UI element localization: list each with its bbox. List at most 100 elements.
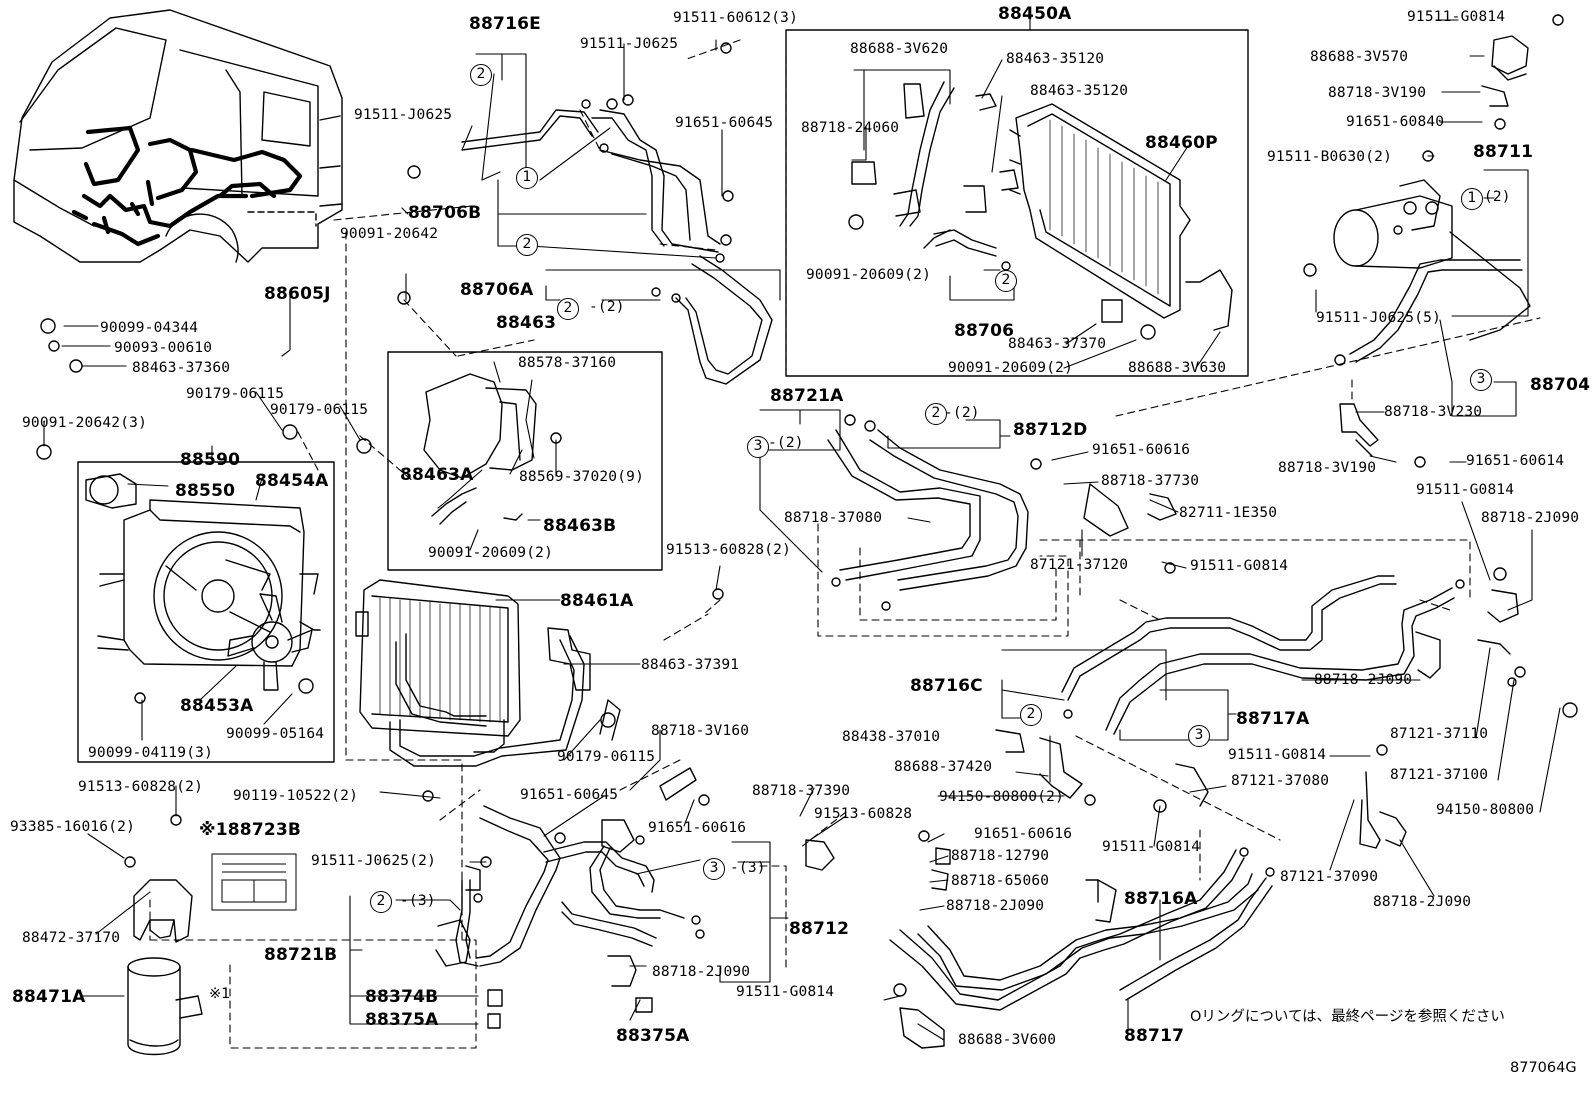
part-label: 90091-20642: [340, 226, 439, 242]
part-label: 91513-60828(2): [78, 779, 204, 795]
quantity-label: -(2): [1475, 189, 1511, 205]
part-label: 88461A: [560, 591, 634, 611]
quantity-label: -(2): [589, 299, 625, 315]
part-label: 88471A: [12, 987, 86, 1007]
leader-lines: [43, 13, 1561, 1041]
part-label: 88463-35120: [1006, 51, 1105, 67]
part-label: 88716A: [1124, 889, 1198, 909]
part-label: 91511-60612(3): [673, 10, 799, 26]
part-label: 91511-G0814: [1102, 839, 1201, 855]
part-label: 88472-37170: [22, 930, 121, 946]
part-label: 91513-60828: [814, 806, 913, 822]
part-label: 88718-2J090: [1314, 672, 1413, 688]
compressor-88711: [1333, 179, 1453, 269]
part-label: 91511-J0625: [354, 107, 453, 123]
part-label: 88718-3V230: [1384, 404, 1483, 420]
part-label: 88718-65060: [951, 873, 1050, 889]
part-label: 87121-37100: [1390, 767, 1489, 783]
part-label: 88704: [1530, 375, 1591, 395]
part-label: 90091-20642(3): [22, 415, 148, 431]
part-label: 90179-06115: [270, 402, 369, 418]
oring-note: Oリングについては、最終ページを参照ください: [1190, 1009, 1505, 1025]
reference-circle: 3: [747, 436, 769, 458]
part-label: 91511-J0625(5): [1316, 310, 1442, 326]
part-label: 91511-G0814: [736, 984, 835, 1000]
part-label: 91651-60616: [974, 826, 1073, 842]
part-label: 88718-3V190: [1328, 85, 1427, 101]
part-label: 88550: [175, 481, 236, 501]
part-label: 91511-G0814: [1407, 9, 1506, 25]
reference-circle: 2: [995, 270, 1017, 292]
part-label: 88718-37390: [752, 783, 851, 799]
part-label: 88711: [1473, 142, 1534, 162]
part-label: 88463-35120: [1030, 83, 1129, 99]
part-label: 88463A: [400, 465, 474, 485]
part-label: 90099-04119(3): [88, 745, 214, 761]
part-label: 88718-37730: [1101, 473, 1200, 489]
condenser-88460p: [1009, 103, 1233, 331]
part-label: 88718-24060: [801, 120, 900, 136]
part-label: 94150-80800(2): [939, 789, 1065, 805]
part-label: 88450A: [998, 4, 1072, 24]
part-label: 88453A: [180, 696, 254, 716]
part-label: 88454A: [255, 471, 329, 491]
publication-number: 877064G: [1510, 1060, 1577, 1076]
part-label: 88463-37391: [641, 657, 740, 673]
part-label: 88718-2J090: [652, 964, 751, 980]
fasteners: [36, 14, 1578, 997]
part-label: 90091-20609(2): [948, 360, 1074, 376]
part-label: 90091-20609(2): [428, 545, 554, 561]
part-label: 88605J: [264, 284, 331, 304]
part-label: 88375A: [616, 1026, 690, 1046]
reference-circle: 3: [703, 858, 725, 880]
part-label: 91513-60828(2): [666, 542, 792, 558]
part-label: 91651-60645: [520, 787, 619, 803]
note-mark: ※1: [209, 986, 231, 1002]
part-label: 91651-60645: [675, 115, 774, 131]
quantity-label: -(3): [730, 860, 766, 876]
reference-circle: 2: [370, 891, 392, 913]
part-label: 90099-04344: [100, 320, 199, 336]
part-label: 87121-37080: [1231, 773, 1330, 789]
part-label: 91651-60614: [1466, 453, 1565, 469]
part-label: 91651-60840: [1346, 114, 1445, 130]
pipes-and-hoses: [389, 81, 1531, 1011]
part-label: 88718-3V160: [651, 723, 750, 739]
part-label: 88460P: [1145, 133, 1218, 153]
part-label: 88375A: [365, 1010, 439, 1030]
part-label: 88590: [180, 450, 241, 470]
part-label: 94150-80800: [1436, 802, 1535, 818]
part-label: 88718-3V190: [1278, 460, 1377, 476]
caution-label-88723b: [211, 853, 297, 911]
fittings: [473, 99, 1465, 939]
part-label: 88463: [496, 313, 557, 333]
condenser-brackets: [851, 83, 1123, 323]
part-label: ※188723B: [199, 820, 302, 840]
part-label: 90099-05164: [226, 726, 325, 742]
part-label: 88717A: [1236, 709, 1310, 729]
reference-circle: 2: [470, 64, 492, 86]
reference-circle: 2: [516, 234, 538, 256]
part-label: 88712: [789, 919, 850, 939]
part-label: 88718-2J090: [1373, 894, 1472, 910]
part-label: 88716C: [910, 676, 983, 696]
part-label: 88706B: [408, 203, 482, 223]
small-brackets: [899, 35, 1529, 1049]
part-label: 82711-1E350: [1179, 505, 1278, 521]
part-label: 88717: [1124, 1026, 1185, 1046]
part-label: 88706: [954, 321, 1015, 341]
part-label: 88706A: [460, 280, 534, 300]
group-frames: [77, 29, 1249, 763]
part-label: 88569-37020(9): [519, 469, 645, 485]
part-label: 88718-37080: [784, 510, 883, 526]
part-label: 87121-37120: [1030, 557, 1129, 573]
part-label: 88688-3V570: [1310, 49, 1409, 65]
part-label: 88438-37010: [842, 729, 941, 745]
part-label: 88688-3V630: [1128, 360, 1227, 376]
part-label: 88712D: [1013, 420, 1088, 440]
sub-condenser-88461a: [355, 579, 591, 753]
part-label: 90119-10522(2): [233, 788, 359, 804]
part-label: 91651-60616: [648, 820, 747, 836]
part-label: 88718-2J090: [946, 898, 1045, 914]
